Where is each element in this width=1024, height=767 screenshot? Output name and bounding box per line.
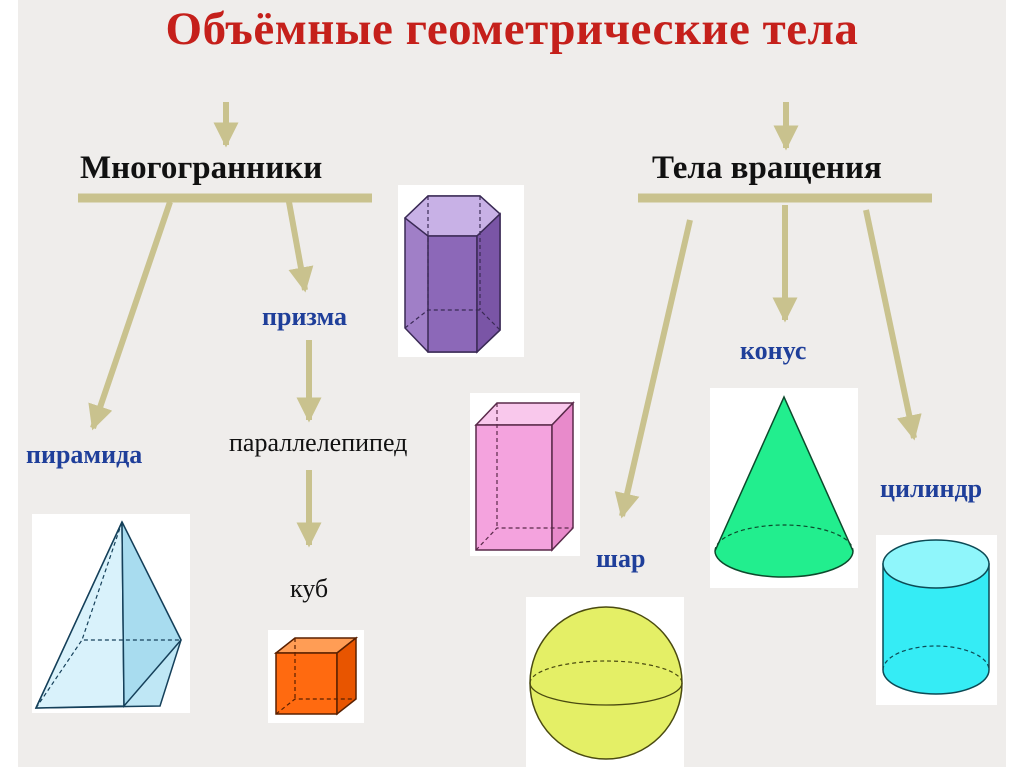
polyhedra-heading: Многогранники	[80, 150, 322, 187]
page-title: Объёмные геометрические тела	[0, 2, 1024, 56]
arrow-to-pyramid	[93, 202, 170, 428]
prism-figure	[398, 185, 524, 357]
cylinder-figure	[876, 535, 997, 705]
sphere-label: шар	[596, 544, 645, 574]
cone-figure	[710, 388, 858, 588]
cone-label: конус	[740, 336, 806, 366]
cube-figure	[268, 630, 364, 723]
arrow-to-sphere	[622, 220, 690, 516]
cube-label: куб	[290, 574, 328, 604]
arrow-to-cylinder	[866, 210, 914, 438]
parallelepiped-figure	[470, 393, 580, 556]
pyramid-figure	[32, 514, 190, 713]
arrow-to-prism	[289, 202, 305, 290]
prism-label: призма	[262, 302, 347, 332]
pyramid-label: пирамида	[26, 440, 142, 470]
cylinder-label: цилиндр	[880, 474, 982, 504]
sphere-figure	[526, 597, 684, 767]
solids-of-revolution-heading: Тела вращения	[652, 150, 882, 187]
parallelepiped-label: параллелепипед	[229, 428, 407, 458]
